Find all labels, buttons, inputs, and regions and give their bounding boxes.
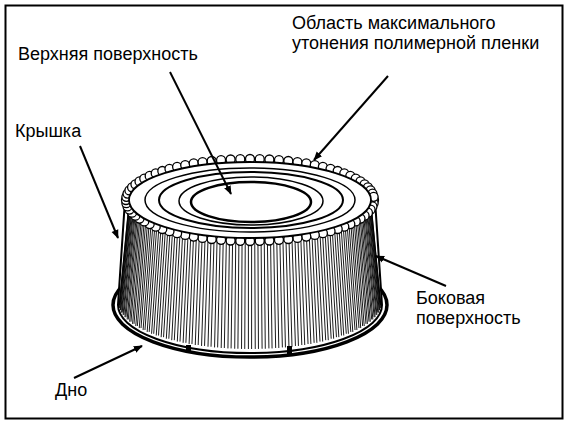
lid-rim bbox=[129, 162, 371, 238]
rib bbox=[298, 235, 305, 345]
base-foot bbox=[186, 345, 191, 353]
rib bbox=[267, 238, 272, 349]
leader-line bbox=[314, 76, 388, 160]
frame bbox=[6, 6, 563, 419]
rib bbox=[235, 238, 239, 349]
rib bbox=[330, 228, 339, 337]
leader-line bbox=[376, 256, 446, 286]
callout-label: Область максимального утонения полимерно… bbox=[292, 13, 554, 53]
rib bbox=[172, 231, 180, 340]
rib bbox=[166, 230, 175, 339]
rib bbox=[120, 206, 130, 310]
callout-label: Крышка bbox=[15, 121, 135, 141]
lid-ring bbox=[145, 168, 355, 232]
callout-label: Верхняя поверхность bbox=[18, 44, 268, 64]
rib bbox=[357, 217, 367, 324]
rib bbox=[208, 236, 214, 347]
lid-ring bbox=[179, 177, 323, 225]
lid-ring bbox=[159, 172, 343, 228]
rib bbox=[177, 232, 185, 342]
top-surface bbox=[191, 182, 311, 222]
rib bbox=[119, 202, 129, 305]
rib bbox=[202, 235, 209, 345]
rib bbox=[304, 234, 311, 344]
rim-scallops bbox=[122, 155, 379, 246]
rib bbox=[255, 238, 259, 349]
rib bbox=[228, 238, 233, 349]
rib bbox=[221, 237, 226, 348]
rib bbox=[274, 237, 279, 348]
rib bbox=[261, 238, 265, 349]
rib bbox=[286, 236, 292, 347]
callout-label: Дно bbox=[55, 380, 135, 400]
leader-line bbox=[80, 146, 118, 238]
base-foot bbox=[287, 346, 292, 354]
rib bbox=[242, 238, 246, 349]
rib bbox=[120, 204, 130, 308]
leader-line bbox=[74, 346, 142, 378]
rib bbox=[195, 235, 202, 345]
rib bbox=[248, 238, 251, 349]
leader-line bbox=[170, 72, 231, 194]
rib bbox=[292, 235, 299, 345]
callout-label: Боковая поверхность bbox=[416, 288, 556, 328]
rib bbox=[320, 231, 328, 340]
rib bbox=[280, 237, 286, 348]
rib bbox=[325, 230, 334, 339]
rib bbox=[215, 237, 221, 348]
